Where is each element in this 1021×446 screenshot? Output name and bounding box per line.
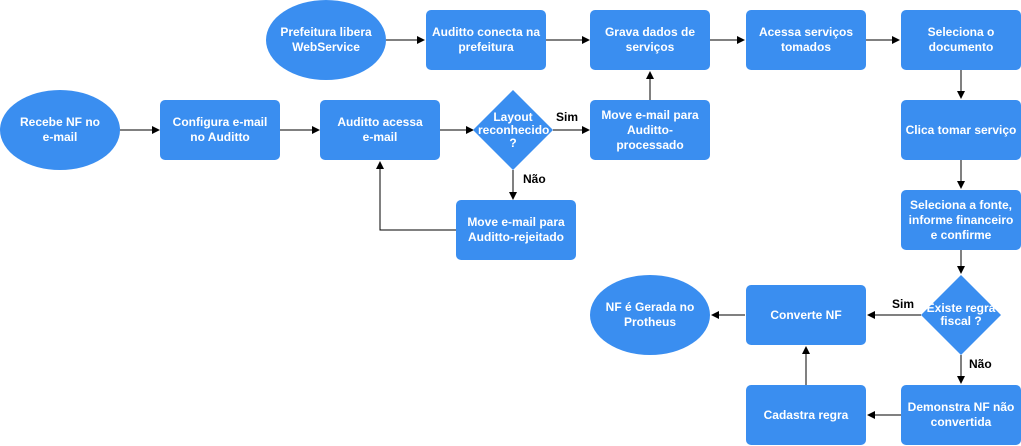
- label-sim-regra: Sim: [892, 297, 915, 311]
- node-auditto-acessa-email: Auditto acessa e-mail: [320, 100, 440, 160]
- node-recebe-nf: Recebe NF no e-mail: [0, 90, 120, 170]
- node-demonstra-nf: Demonstra NF não convertida: [901, 385, 1021, 445]
- node-auditto-conecta: Auditto conecta na prefeitura: [426, 10, 546, 70]
- node-converte-nf: Converte NF: [746, 285, 866, 345]
- node-layout-reconhecido: Layout reconhecido ?: [473, 90, 553, 170]
- label-sim-layout: Sim: [556, 110, 579, 124]
- node-prefeitura-libera: Prefeitura libera WebService: [266, 0, 386, 80]
- node-acessa-servicos: Acessa serviços tomados: [746, 10, 866, 70]
- edge-rejeitado-acessa: [376, 161, 456, 231]
- node-nf-gerada: NF é Gerada no Protheus: [590, 275, 710, 355]
- node-seleciona-documento: Seleciona o documento: [901, 10, 1021, 70]
- label-nao-layout: Não: [523, 172, 546, 186]
- node-clica-tomar: Clica tomar serviço: [901, 100, 1021, 160]
- node-move-processado: Move e-mail para Auditto-processado: [590, 100, 710, 160]
- node-cadastra-regra: Cadastra regra: [746, 385, 866, 445]
- node-seleciona-fonte: Seleciona a fonte, informe financeiro e …: [901, 190, 1021, 250]
- node-grava-dados: Grava dados de serviços: [590, 10, 710, 70]
- node-configura-email: Configura e-mail no Auditto: [160, 100, 280, 160]
- label-nao-regra: Não: [969, 357, 992, 371]
- node-existe-regra: Existe regra fiscal ?: [921, 275, 1001, 355]
- node-move-rejeitado: Move e-mail para Auditto-rejeitado: [456, 200, 576, 260]
